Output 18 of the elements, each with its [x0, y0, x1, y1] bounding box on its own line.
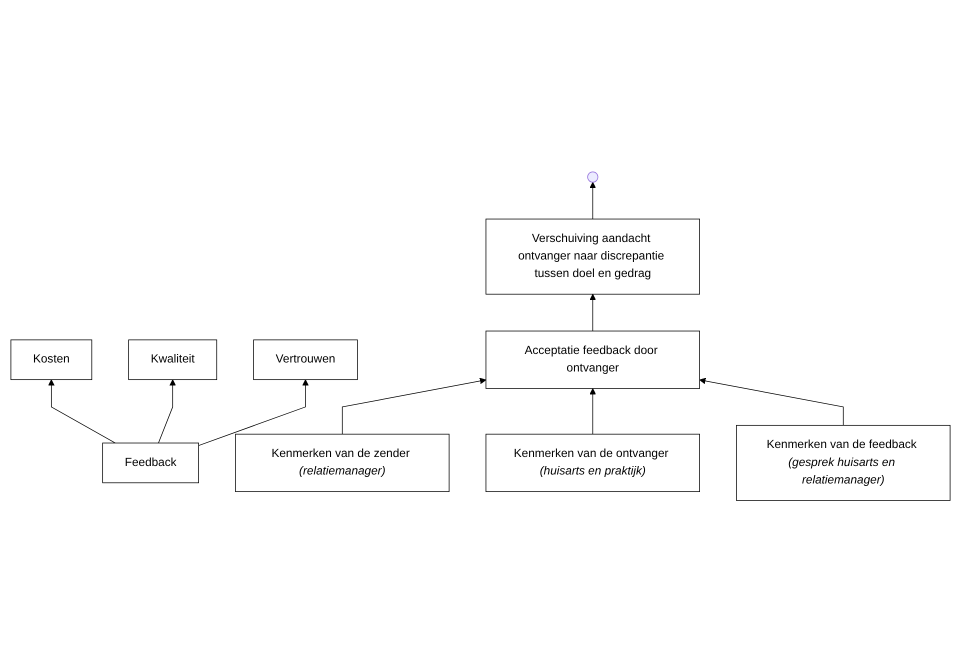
- node-box: [235, 434, 450, 492]
- arrow: [699, 378, 844, 426]
- node-box: [486, 434, 700, 492]
- arrow: [590, 294, 596, 332]
- node-box: [102, 442, 199, 483]
- node-box: [486, 330, 700, 389]
- arrow: [342, 378, 486, 434]
- arrow: [158, 379, 176, 444]
- arrow: [48, 379, 116, 444]
- node-box: [486, 218, 700, 294]
- flowchart-drawing: Feedback Kosten Kwaliteit Vertrouwen Verschuiving aandacht ontvanger naar discrepantie tussen doel en gedrag Acceptatie feedback door ontvanger Kenmerken van de zender (relatiemanager) Kenmerken van de ontvanger (huisarts en praktijk) Kenmerken van de feedback (gesprek huisarts en relatiemanager): [5, 166, 956, 506]
- arrow: [198, 379, 309, 446]
- node-box: [736, 424, 950, 501]
- node-box: [253, 339, 358, 380]
- node-box: [128, 339, 218, 380]
- node-box: [10, 339, 92, 380]
- arrow: [590, 182, 596, 220]
- arrow: [590, 388, 596, 434]
